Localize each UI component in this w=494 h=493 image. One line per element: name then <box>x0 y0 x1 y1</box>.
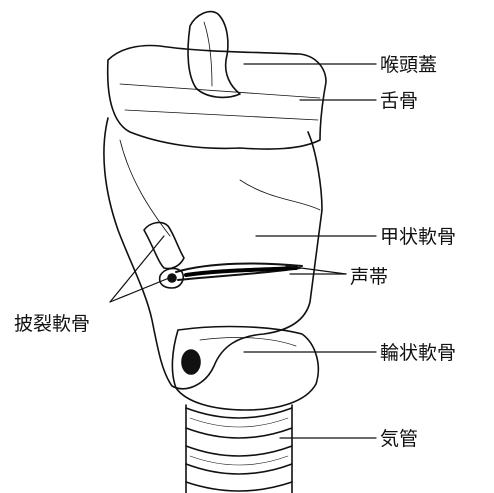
label-arytenoid: 披裂軟骨 <box>14 313 90 335</box>
trachea <box>186 405 292 493</box>
arytenoid-cartilages <box>144 223 184 288</box>
label-trachea: 気管 <box>380 428 418 450</box>
label-hyoid: 舌骨 <box>380 90 418 112</box>
thyroid-cartilage <box>104 118 322 389</box>
label-vocal-cords: 声帯 <box>350 266 388 288</box>
cricoid-spot <box>182 350 200 374</box>
epiglottis <box>188 12 240 98</box>
label-epiglottis: 喉頭蓋 <box>380 54 437 76</box>
vocal-cords <box>176 264 302 280</box>
label-thyroid: 甲状軟骨 <box>380 226 456 248</box>
leader-lines <box>110 64 376 438</box>
label-cricoid: 輪状軟骨 <box>380 342 456 364</box>
